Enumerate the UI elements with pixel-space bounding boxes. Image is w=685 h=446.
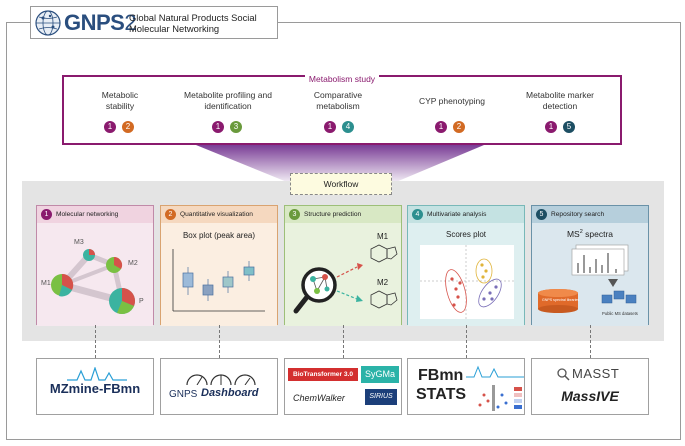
panel-number: 2 [165,208,176,220]
study-item-metabolic-stability: Metabolic stability [101,90,139,111]
molecule-icon [370,290,398,309]
spectrum-icon [67,367,127,381]
panel-repository-search: 5 Repository search MS2 spectra GNPS spe… [531,205,649,326]
chemwalker-logo: ChemWalker [293,393,345,403]
header: GNPS2 Global Natural Products Social Mol… [30,6,278,39]
outer-frame [6,22,681,440]
ref-badge: 2 [453,121,465,133]
panel-number: 3 [289,208,300,220]
panel-header: 2 Quantitative visualization [161,206,277,223]
node-m3 [83,249,95,261]
connector [466,325,467,358]
panel-header: 5 Repository search [532,206,648,223]
gnps-text: GNPS [169,389,198,400]
panel-body: M1 M2 [285,223,401,326]
node-label: M1 [41,280,51,287]
panel-quantitative-visualization: 2 Quantitative visualization Box plot (p… [160,205,278,326]
panel-header: 3 Structure prediction [285,206,401,223]
node-label: M3 [74,239,84,246]
scores-plot-graphic [420,245,514,319]
biotransformer-logo: BioTransformer 3.0 [288,368,358,381]
gnps-logo: GNPS2 [64,10,137,35]
tool-gnps-dashboard: GNPS Dashboard [160,358,278,415]
boxplot-graphic [172,249,265,312]
database-label: GNPS spectral libraries [542,298,580,302]
study-title: Metabolism study [64,69,620,87]
panel-title: Quantitative visualization [180,211,253,218]
metabolite-label: M2 [377,278,389,287]
connector [590,325,591,358]
workflow-label: Workflow [290,173,392,195]
panel-multivariate-analysis: 4 Multivariate analysis Scores plot [407,205,525,326]
panel-body: MS2 spectra GNPS spectral libraries Publ… [532,223,648,326]
datasets-label: Public MS datasets [602,311,638,316]
repository-graphic: GNPS spectral libraries Public MS datase… [538,244,638,316]
panel-number: 1 [41,208,52,220]
sygma-logo: SyGMa [361,366,399,383]
ref-badge: 1 [545,121,557,133]
panel-body: Box plot (peak area) [161,223,277,326]
search-icon [557,368,570,381]
molecular-network-graphic: M3 M2 M1 P [41,239,144,314]
mzmine-logo: MZmine-FBmn [49,381,141,396]
study-item-comparative-metabolism: Comparative metabolism [313,90,363,111]
panel-title: Multivariate analysis [427,211,487,218]
panel-body: Scores plot [408,223,524,326]
study-item-cyp-phenotyping: CYP phenotyping [418,96,485,106]
ref-badge: 1 [104,121,116,133]
structure-prediction-graphic: M1 M2 [293,232,398,314]
node-label: P [139,298,144,305]
boxplot-subtitle: Box plot (peak area) [182,231,256,240]
connector [219,325,220,358]
study-item-marker-detection: Metabolite marker detection [525,90,595,111]
database-icon [538,289,578,313]
panel-molecular-networking: 1 Molecular networking [36,205,154,326]
scores-plot-subtitle: Scores plot [445,230,487,239]
tool-masst-massive: MASST MassIVE [531,358,649,415]
panel-number: 5 [536,208,547,220]
stats-graphic [466,365,524,411]
panel-structure-prediction: 3 Structure prediction M1 M2 [284,205,402,326]
panel-title: Molecular networking [56,211,119,218]
node-m1 [51,273,74,297]
massive-logo: MassIVE [561,388,619,404]
ref-badge: 1 [212,121,224,133]
panel-number: 4 [412,208,423,220]
ref-badge: 2 [122,121,134,133]
ref-badge: 3 [230,121,242,133]
ref-badge: 1 [435,121,447,133]
sirius-logo: SIRIUS [365,389,397,405]
connector [95,325,96,358]
study-item-metabolite-profiling: Metabolite profiling and identification [184,90,272,111]
masst-logo: MASST [572,366,620,381]
globe-icon [35,10,61,36]
spectra-subtitle: MS2 spectra [566,229,614,239]
ref-badge: 4 [342,121,354,133]
ref-badge: 5 [563,121,575,133]
connector [343,325,344,358]
dashboard-text: Dashboard [201,387,259,399]
panel-header: 4 Multivariate analysis [408,206,524,223]
datasets-icon [601,290,637,304]
tool-fbmn-stats: FBmn STATS [407,358,525,415]
node-label: M2 [128,260,138,267]
gauge-icon [186,374,256,385]
fbmn-text: FBmn [418,367,464,384]
stats-text: STATS [416,386,467,403]
panel-body: M3 M2 M1 P [37,223,153,326]
metabolite-label: M1 [377,232,389,241]
tool-structure-prediction: BioTransformer 3.0 SyGMa ChemWalker SIRI… [284,358,402,415]
metabolism-study-box: Metabolism study Metabolic stability 1 2… [62,74,622,145]
panel-title: Repository search [551,211,605,218]
node-m2 [106,256,123,273]
node-p [109,288,135,314]
tool-mzmine: MZmine-FBmn [36,358,154,415]
molecule-icon [370,244,398,263]
ref-badge: 1 [324,121,336,133]
panel-header: 1 Molecular networking [37,206,153,223]
panel-title: Structure prediction [304,211,362,218]
header-title: Global Natural Products Social Molecular… [129,12,257,34]
